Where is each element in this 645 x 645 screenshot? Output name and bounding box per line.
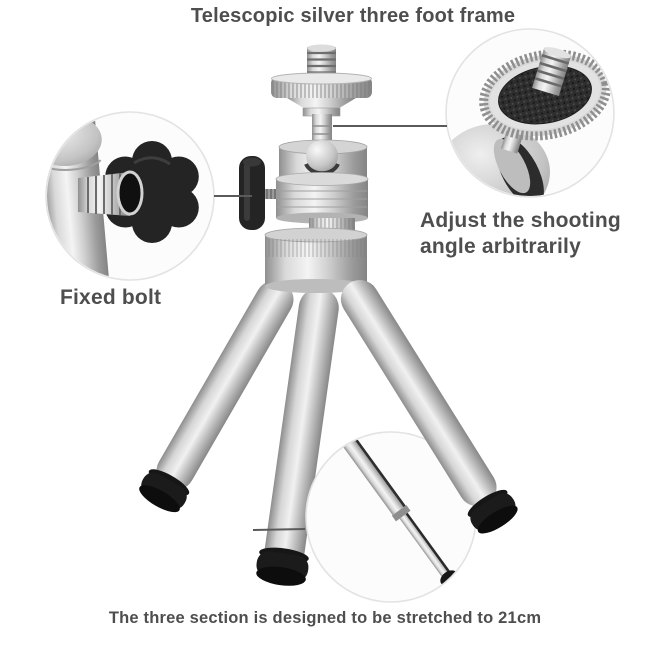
- page-title: Telescopic silver three foot frame: [190, 5, 516, 27]
- mount-plate-closeup: [479, 49, 611, 141]
- ball-head-note: Adjust the shooting angle arbitrarily: [420, 208, 621, 260]
- tripod-head: [239, 44, 372, 293]
- screw-closeup: [532, 47, 572, 97]
- center-column: [264, 227, 368, 293]
- inset-fixed-bolt: [45, 111, 215, 281]
- tripod-leg-left: [139, 280, 294, 513]
- mount-plate: [271, 72, 372, 117]
- lock-knob: [239, 156, 279, 230]
- ball-head-note-line2: angle arbitrarily: [420, 235, 581, 258]
- callout-line-leg-section: [252, 528, 306, 531]
- foot-cap-middle: [256, 547, 309, 586]
- bottom-caption: The three section is designed to be stre…: [108, 609, 542, 627]
- ball-head-note-line1: Adjust the shooting: [420, 209, 621, 232]
- tripod-leg-middle: [256, 287, 339, 586]
- foot-cap-right: [467, 489, 518, 534]
- bolt-shaft: [78, 170, 144, 216]
- fixed-bolt-note: Fixed bolt: [60, 286, 162, 309]
- tripod-leg-right: [340, 280, 518, 534]
- inset-ball-head: [445, 28, 615, 198]
- foot-cap-left: [139, 469, 190, 513]
- head-collar: [275, 172, 369, 224]
